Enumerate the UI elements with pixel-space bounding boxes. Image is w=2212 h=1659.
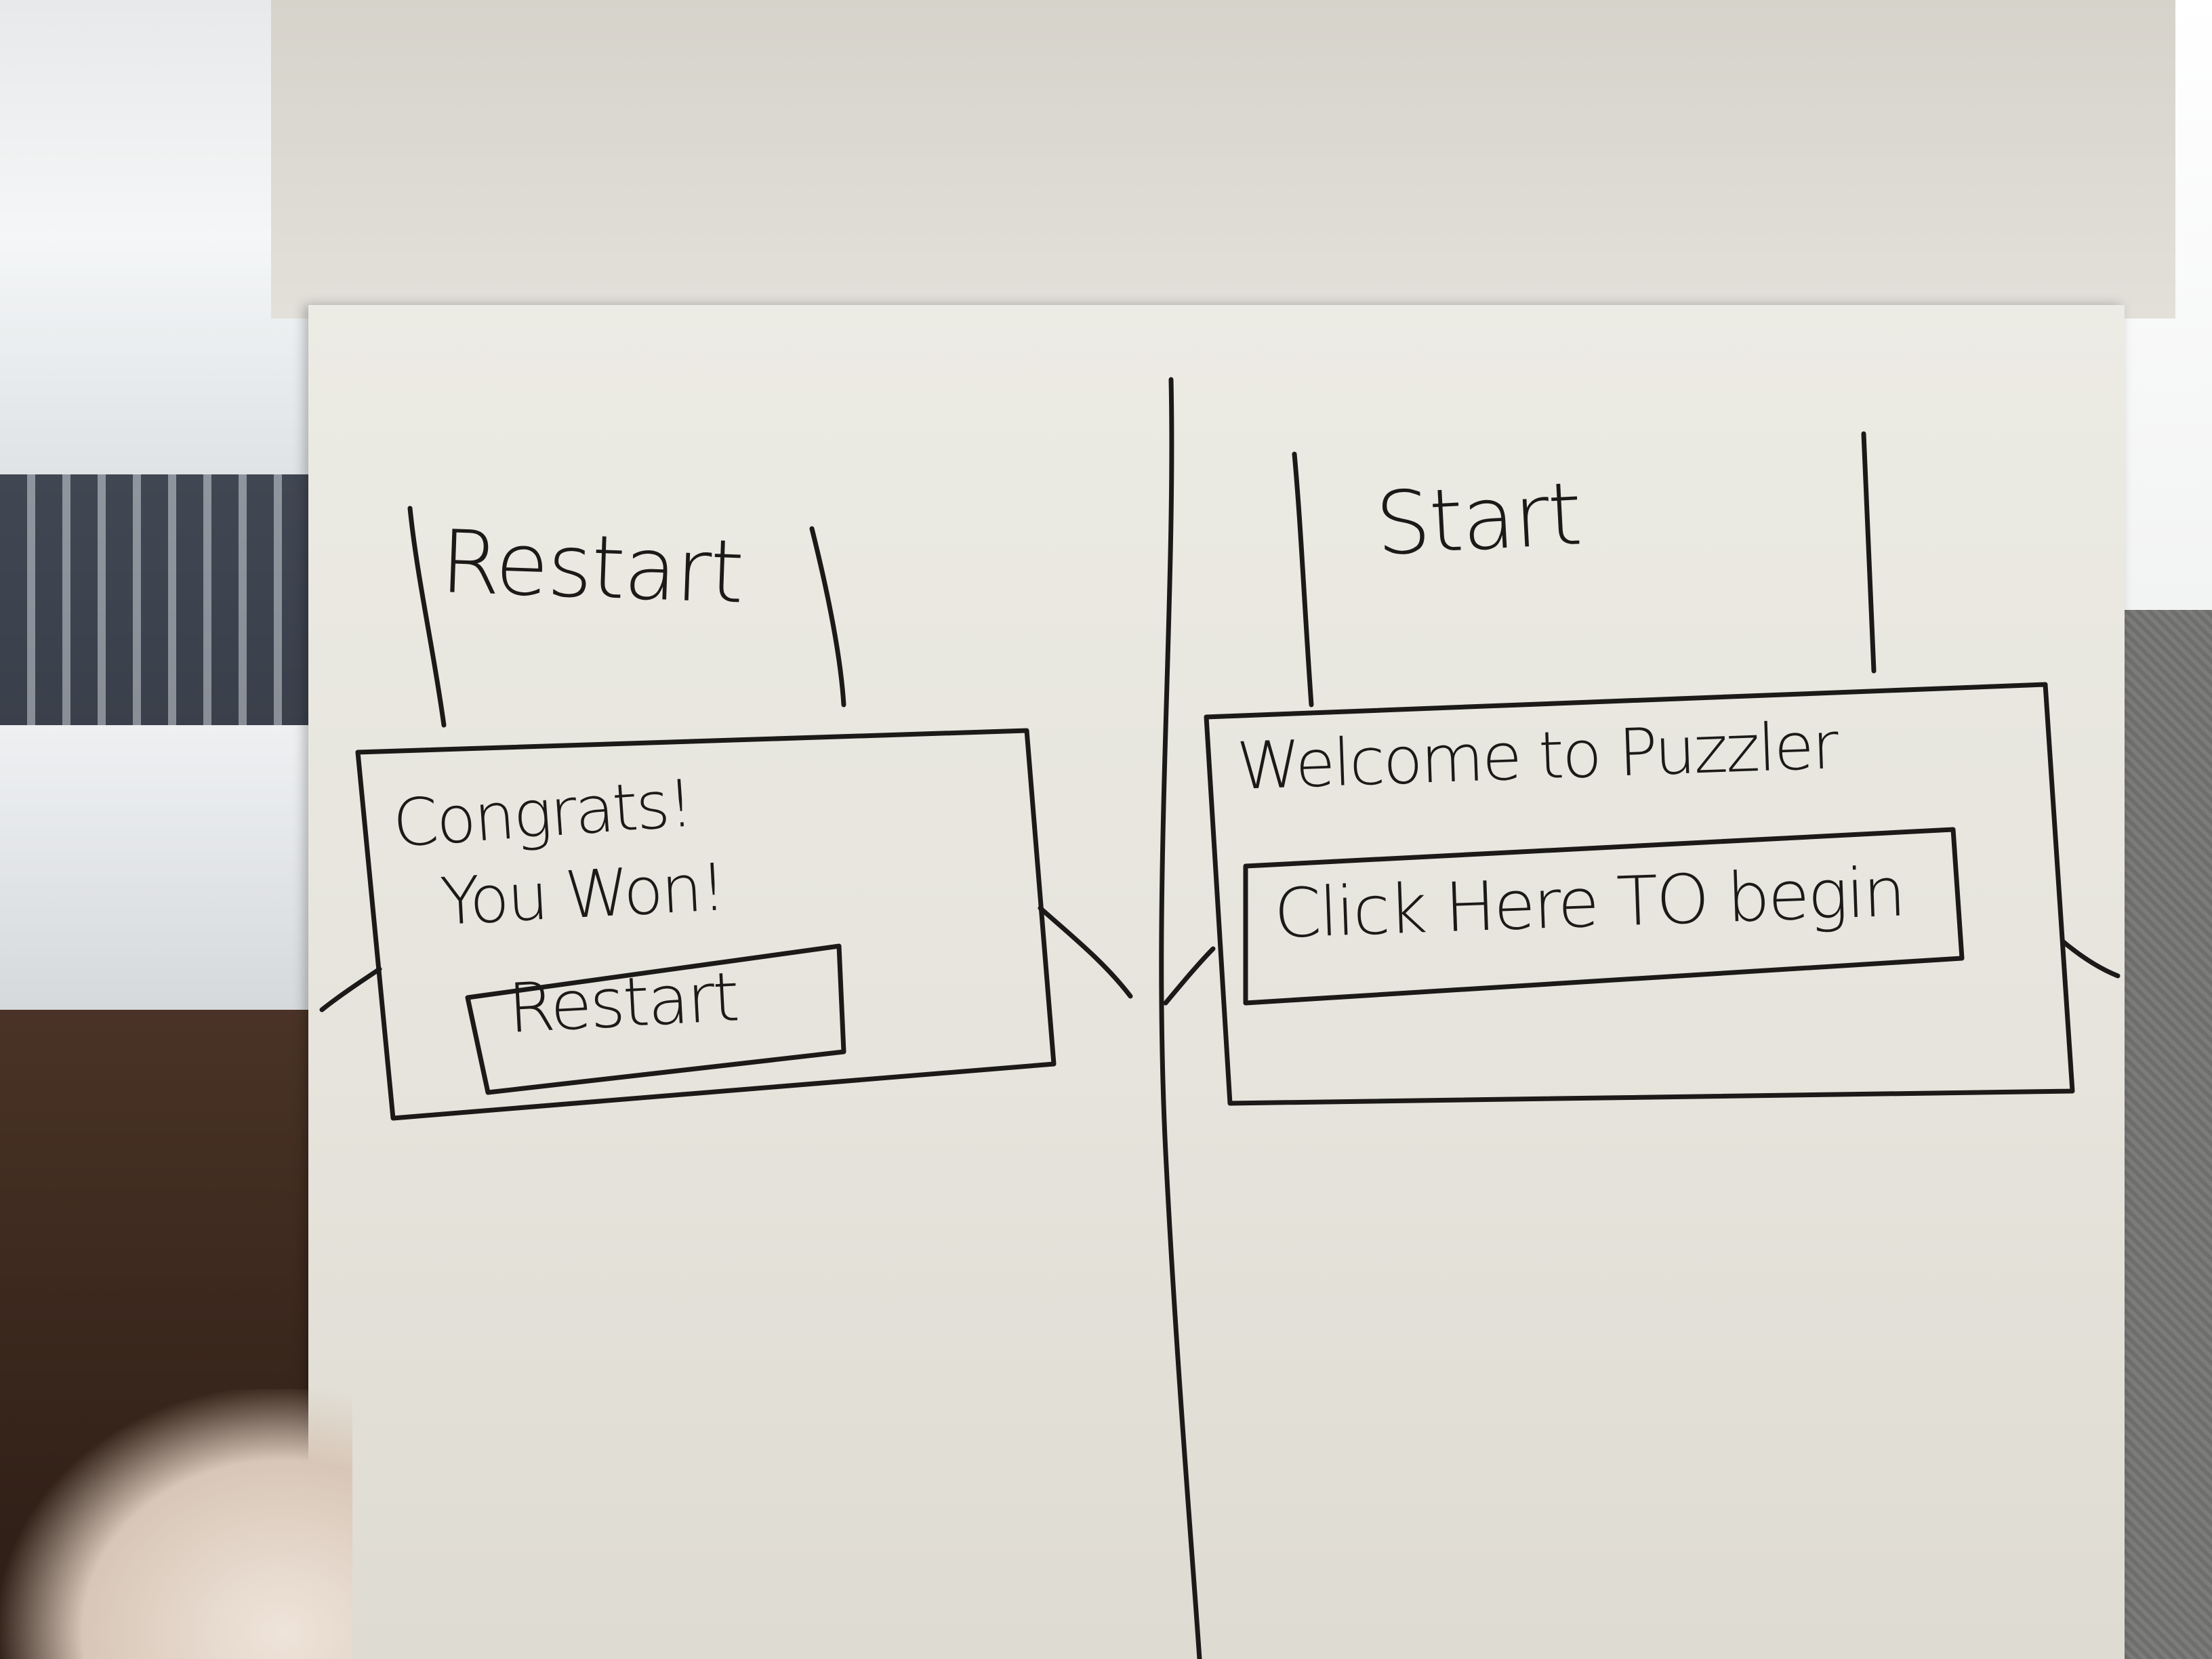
right-tab-right-line xyxy=(1861,431,1877,674)
background-laptop-screen xyxy=(0,0,319,474)
left-connector-left xyxy=(319,966,382,1012)
left-dialog-message-line2: You Won! xyxy=(438,849,726,940)
paper-back-sheet xyxy=(271,0,2175,319)
center-divider-line xyxy=(1159,377,1202,1659)
right-button-box xyxy=(1243,827,1965,1006)
right-screen-tab-label: Start xyxy=(1373,464,1584,575)
left-button-box xyxy=(465,943,846,1095)
right-tab-left-line xyxy=(1292,451,1314,708)
paper-sheet xyxy=(308,305,2125,1659)
background-laptop-base xyxy=(0,725,319,1010)
right-dialog-box xyxy=(1204,682,2075,1106)
left-restart-button-label[interactable]: Restart xyxy=(506,957,740,1048)
left-screen-tab-label: Restart xyxy=(438,512,745,623)
left-connector-right xyxy=(1038,905,1133,999)
holding-thumb xyxy=(0,1389,352,1659)
background-laptop-keyboard xyxy=(0,474,319,725)
right-connector-right xyxy=(2061,939,2121,979)
left-dialog-box xyxy=(355,728,1057,1121)
left-tab-left-line xyxy=(407,506,447,728)
right-connector-left xyxy=(1163,946,1216,1006)
left-tab-right-line xyxy=(809,526,846,708)
